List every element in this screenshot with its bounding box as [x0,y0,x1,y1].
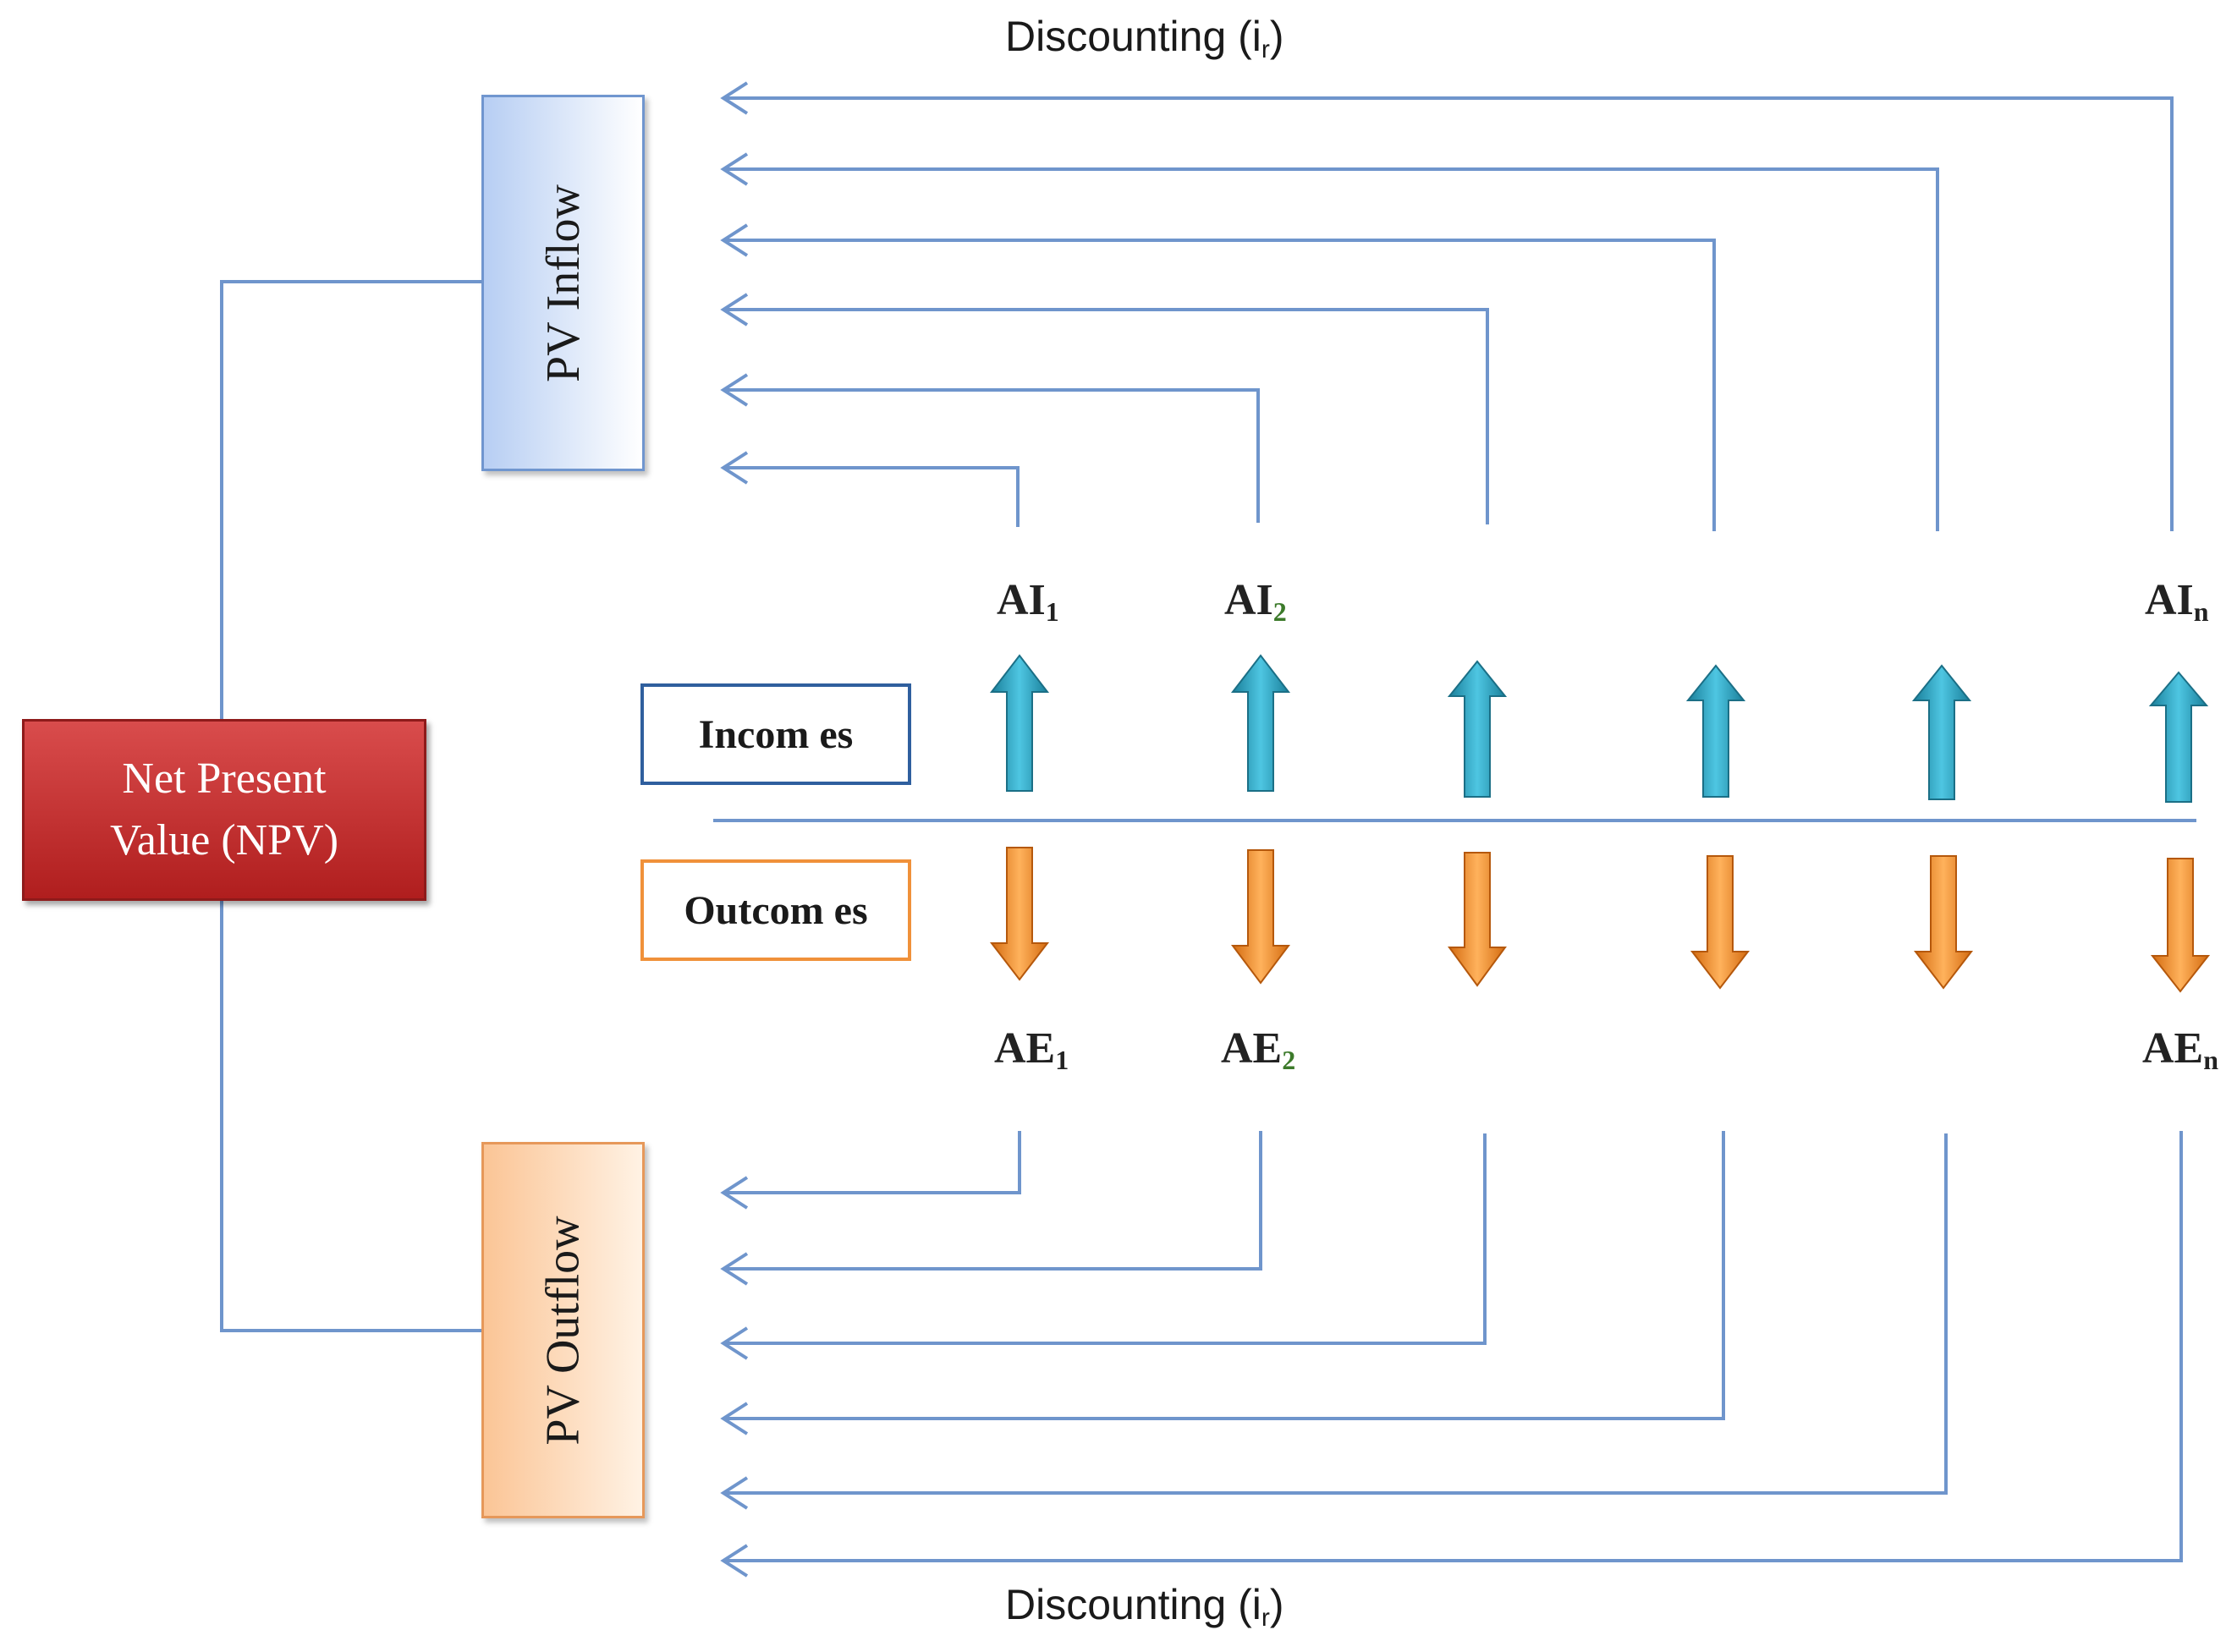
outflow-discount-line-6 [723,1131,2183,1562]
arrowhead-icon [720,152,749,186]
arrowhead-icon [720,373,749,407]
npv-to-inflow-connector [220,280,484,719]
outcome-label-1: AE1 [994,1024,1069,1075]
arrowhead-icon [720,1544,749,1578]
outflow-discount-line-1 [723,1131,1021,1194]
outcome-arrow-icon [1913,855,1974,990]
pv-inflow-box: PV Inflow [481,95,645,471]
outcome-arrow-icon [1231,849,1290,985]
arrowhead-icon [720,81,749,115]
income-label-1: AI1 [997,576,1059,627]
income-arrow-icon [1911,664,1972,800]
arrowhead-icon [720,1176,749,1210]
arrowhead-icon [720,1326,749,1360]
income-arrow-icon [1447,660,1508,798]
income-arrow-icon [1230,654,1291,792]
income-arrow-icon [1685,664,1746,798]
income-label-2: AI2 [1224,576,1287,627]
arrowhead-icon [720,451,749,485]
pv-outflow-box: PV Outflow [481,1142,645,1518]
pv-outflow-label: PV Outflow [536,1215,590,1446]
inflow-discount-line-3 [723,308,1489,524]
outcome-arrow-icon [1690,855,1751,990]
inflow-discount-line-2 [723,388,1260,523]
outcome-label-2: AE2 [1221,1024,1296,1075]
inflow-discount-line-1 [723,466,1020,527]
income-label-n: AIn [2145,576,2209,627]
npv-box: Net Present Value (NPV) [22,719,426,901]
arrowhead-icon [720,1252,749,1286]
outflow-discount-line-4 [723,1131,1725,1420]
incomes-label: Incom es [698,711,854,757]
inflow-discount-line-6 [723,96,2174,531]
incomes-box: Incom es [640,683,911,785]
outflow-discount-line-5 [723,1133,1948,1495]
outcomes-box: Outcom es [640,859,911,961]
outcomes-label: Outcom es [684,887,868,933]
inflow-discount-line-5 [723,167,1939,531]
outcome-arrow-icon [989,847,1050,981]
inflow-discount-line-4 [723,239,1716,531]
npv-to-outflow-connector [220,901,484,1332]
outcome-label-n: AEn [2142,1024,2219,1075]
npv-line-1: Net Present [122,754,327,803]
discounting-bottom-label: Discounting (ir) [1005,1581,1284,1632]
income-arrow-icon [2148,671,2209,803]
arrowhead-icon [720,1476,749,1510]
discounting-top-label: Discounting (ir) [1005,13,1284,63]
income-arrow-icon [989,654,1050,792]
outcome-arrow-icon [1448,852,1507,987]
outcome-arrow-icon [2150,858,2211,993]
arrowhead-icon [720,1402,749,1435]
arrowhead-icon [720,293,749,327]
arrowhead-icon [720,223,749,257]
npv-line-2: Value (NPV) [109,815,339,864]
outflow-discount-line-3 [723,1133,1487,1345]
pv-inflow-label: PV Inflow [536,184,590,382]
outflow-discount-line-2 [723,1131,1262,1271]
